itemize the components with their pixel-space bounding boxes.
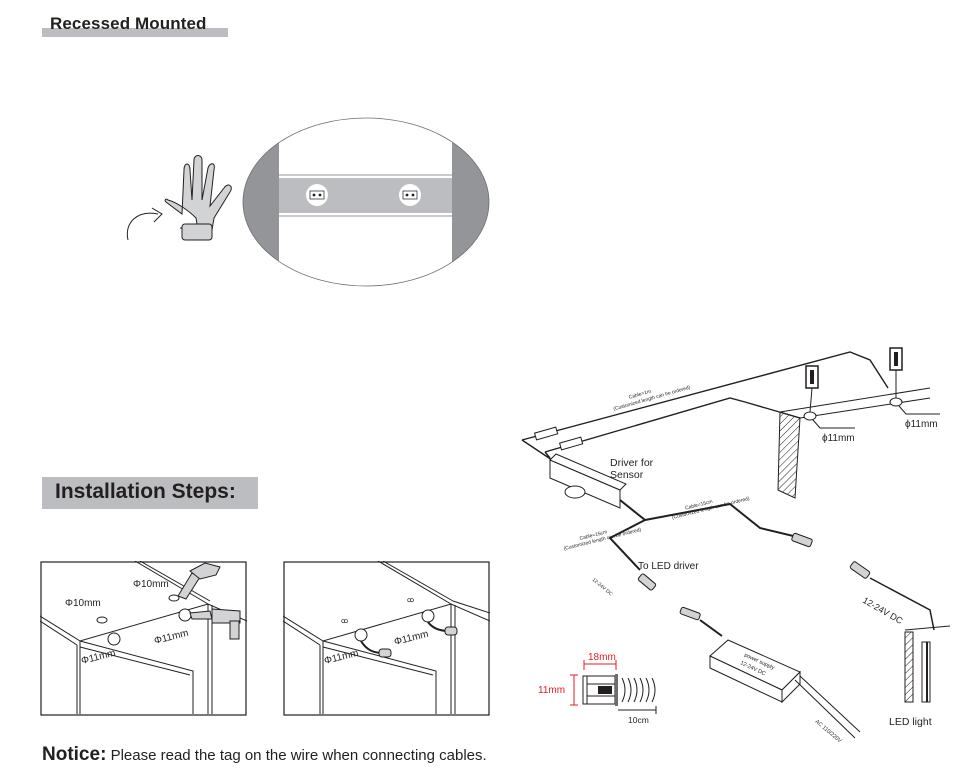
sensor-icon (889, 347, 903, 398)
mount-hole (803, 411, 817, 421)
led-light-label: LED light (889, 716, 932, 728)
installation-steps-header: Installation Steps: (42, 477, 258, 509)
cabinet-side-left (243, 118, 279, 286)
cable-connector (558, 436, 584, 451)
sensor-plug-icon (378, 648, 392, 658)
sensor-diameter-label: 11mm (538, 685, 565, 696)
led-light-fixture (904, 625, 951, 703)
sensor-length-label: 18mm (588, 652, 616, 663)
cabinet-side-right (452, 118, 489, 286)
dc-plug-icon (679, 606, 701, 621)
cable-connector (533, 426, 559, 441)
mount-hole (889, 397, 903, 407)
notice: Notice: Please read the tag on the wire … (42, 744, 487, 766)
installation-steps-title: Installation Steps: (55, 480, 236, 503)
dc-plug-icon (791, 532, 813, 548)
notice-text: Please read the tag on the wire when con… (110, 747, 487, 764)
recessed-mounted-title: Recessed Mounted (50, 14, 207, 33)
wiring-diagram: Cable=1m (Customized length can be order… (521, 347, 951, 745)
recessed-mounted-header: Recessed Mounted (42, 14, 228, 38)
sensor-dot (399, 184, 421, 206)
ac-input-label: AC 110/220V (814, 719, 843, 745)
step1-hole-top-label: Φ10mm (133, 579, 169, 590)
hand-wave-icon (126, 155, 232, 241)
svg-text:ꝏ: ꝏ (341, 618, 348, 625)
hole-label-1: ϕ11mm (822, 433, 855, 444)
header-underline-bar (42, 28, 228, 37)
voltage-out-label: 12-24V DC (861, 595, 905, 626)
sensor-dot (306, 184, 328, 206)
voltage-in-label: 12-24V DC (591, 577, 614, 598)
notice-label: Notice: (42, 744, 107, 765)
step1-drilling-illustration: Φ10mm Φ10mm Φ11mm Φ11mm (40, 561, 247, 716)
dc-plug-icon (849, 561, 871, 579)
sensor-icon (805, 365, 819, 413)
step1-hole-left-label: Φ10mm (65, 598, 101, 609)
power-supply-box (709, 639, 801, 704)
sensor-plug-icon (444, 626, 458, 636)
led-strip (279, 178, 452, 213)
recessed-closeup-oval (242, 117, 490, 287)
cable-long-note: (Customized length can be ordered) (613, 385, 692, 413)
hole-label-2: ϕ11mm (905, 419, 938, 430)
driver-for-sensor-box (549, 453, 627, 509)
recessed-detail-illustration (126, 117, 490, 287)
svg-text:ꝏ: ꝏ (407, 597, 414, 604)
sensor-cable (521, 351, 889, 441)
sensor-dimension-drawing (570, 660, 657, 714)
step2-insert-sensor-illustration: ꝏ ꝏ Φ11mm Φ11mm (283, 561, 490, 716)
to-led-driver-label: To LED driver (638, 561, 699, 572)
sensor-range-label: 10cm (628, 715, 649, 725)
dc-plug-icon (637, 573, 657, 591)
driver-label-line1: Driver for (610, 457, 654, 469)
drill-icon (189, 608, 241, 640)
driver-label-line2: Sensor (610, 469, 644, 481)
drill-icon (177, 562, 221, 600)
sensor-cable (544, 397, 801, 453)
